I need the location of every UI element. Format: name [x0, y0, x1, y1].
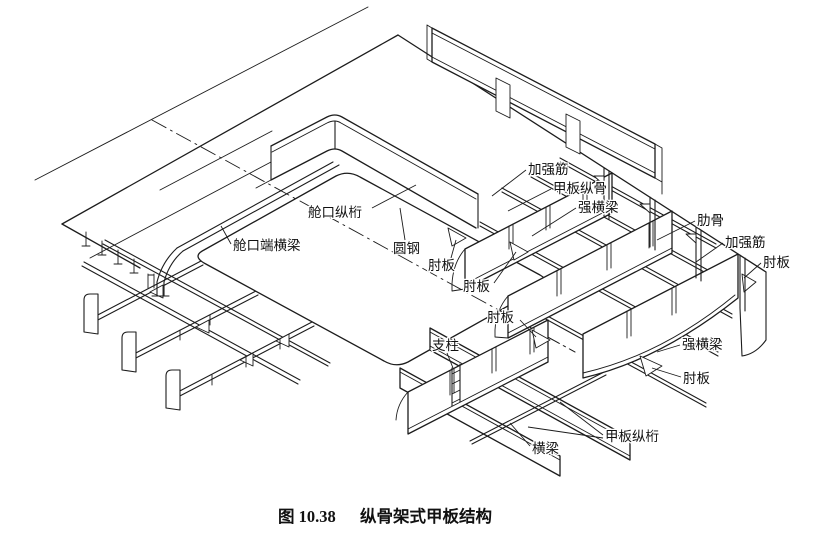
label-pillar: 支柱	[432, 338, 459, 353]
frame-bracket	[685, 233, 697, 244]
bracket-plate	[531, 329, 551, 349]
strong-beam-web	[464, 172, 613, 290]
ordinary-beam	[469, 371, 607, 445]
leader-bracket-right	[743, 262, 762, 279]
side-frame	[739, 254, 746, 312]
leader-bracket-3	[519, 319, 537, 338]
strong-beam-tabs	[556, 220, 654, 297]
frame-bracket	[593, 175, 605, 186]
plate-seam	[159, 130, 273, 191]
leader-deck-girder-1	[559, 401, 604, 436]
coaming-top-edge	[270, 114, 479, 195]
label-hatch-end-beam: 舱口端横梁	[233, 238, 301, 253]
leader-stiffener-top	[491, 169, 527, 197]
plate-seam	[34, 6, 369, 181]
hatch-end-bracket	[151, 247, 184, 297]
strong-beam-web	[507, 210, 673, 339]
pillar-hatching	[451, 369, 461, 404]
figure-caption-title: 纵骨架式甲板结构	[360, 506, 492, 526]
beam-end-plate	[165, 369, 181, 411]
leader-bracket-2	[493, 251, 517, 284]
leader-hatch-side-girder	[371, 184, 417, 209]
part-labels: 加强筋 甲板纵骨 强横梁 肋骨 加强筋 肘板 舱口纵桁 舱口端横梁 圆钢 肘板 …	[232, 160, 792, 458]
beam-end-plate	[121, 331, 137, 373]
label-stiffener-right: 加强筋	[725, 234, 766, 250]
strong-beam-flange	[494, 247, 673, 339]
leader-hatch-end-beam	[220, 225, 232, 245]
label-round-bar: 圆钢	[393, 241, 420, 256]
label-hatch-side-girder: 舱口纵桁	[308, 205, 362, 220]
leader-bracket-1	[450, 239, 457, 259]
left-beam	[129, 290, 259, 361]
strong-beam-web-right	[582, 253, 739, 379]
bracket-plate	[639, 355, 663, 377]
leader-deck-girder-2	[527, 426, 604, 439]
label-strong-beam-top: 强横梁	[578, 200, 619, 215]
left-beam	[91, 260, 204, 323]
top-girder-endcap	[426, 24, 663, 195]
strong-beam-flange	[451, 207, 613, 292]
label-frame-rib: 肋骨	[697, 213, 724, 228]
left-longitudinal	[102, 239, 331, 367]
label-stiffener-top: 加强筋	[528, 161, 569, 177]
shell-edge-right	[739, 271, 767, 357]
leader-stiffener-right	[695, 242, 724, 263]
deck-plate-lower-edge	[61, 223, 141, 269]
deck-edge-left	[61, 34, 399, 225]
leader-lines	[220, 169, 762, 447]
coaming-return	[255, 179, 272, 189]
leader-frame-rib	[656, 220, 696, 241]
label-strong-beam-bottom: 强横梁	[682, 337, 723, 352]
figure-caption: 图 10.38 纵骨架式甲板结构	[278, 506, 492, 526]
leader-strong-beam-bottom	[656, 344, 681, 353]
bracket-plate	[741, 273, 757, 293]
coaming-ends	[270, 120, 479, 229]
leader-pillar	[446, 352, 454, 369]
label-beam: 横梁	[532, 441, 560, 456]
strong-beam-flange	[582, 294, 736, 374]
beam-end-plate	[83, 293, 99, 335]
small-bracket	[149, 284, 290, 367]
plate-seam	[89, 161, 272, 259]
label-bracket-right: 肘板	[763, 255, 791, 270]
bracket-plate	[447, 227, 467, 247]
top-girder-stiffener	[565, 113, 581, 155]
leader-round-bar	[399, 207, 406, 241]
leader-deck-longitudinal	[507, 188, 552, 212]
frame-bracket	[639, 203, 651, 214]
strong-beam-tabs	[508, 185, 588, 250]
beam-tabs	[147, 273, 281, 386]
label-deck-girder: 甲板纵桁	[605, 429, 659, 444]
leader-strong-beam-top	[531, 207, 577, 237]
leader-beam	[509, 422, 531, 447]
label-bracket-2: 肘板	[463, 279, 490, 294]
center-web	[407, 319, 549, 435]
leader-bracket-bottom	[651, 367, 682, 378]
figure-caption-number: 图 10.38	[278, 507, 336, 526]
bracket-plate	[509, 241, 529, 261]
label-bracket-1: 肘板	[428, 258, 455, 273]
top-girder-stiffener	[495, 77, 511, 119]
center-web-tabs	[449, 327, 535, 396]
line-art	[34, 6, 767, 477]
label-bracket-3: 肘板	[487, 310, 515, 325]
label-bracket-bottom: 肘板	[683, 371, 711, 386]
strong-beam-tabs	[626, 285, 677, 339]
hatch-end-beam	[176, 161, 340, 252]
label-deck-longitudinal: 甲板纵骨	[553, 181, 607, 196]
center-web-flange	[395, 356, 549, 430]
top-girder-flanges	[431, 32, 656, 174]
edge-tabs	[81, 231, 139, 274]
